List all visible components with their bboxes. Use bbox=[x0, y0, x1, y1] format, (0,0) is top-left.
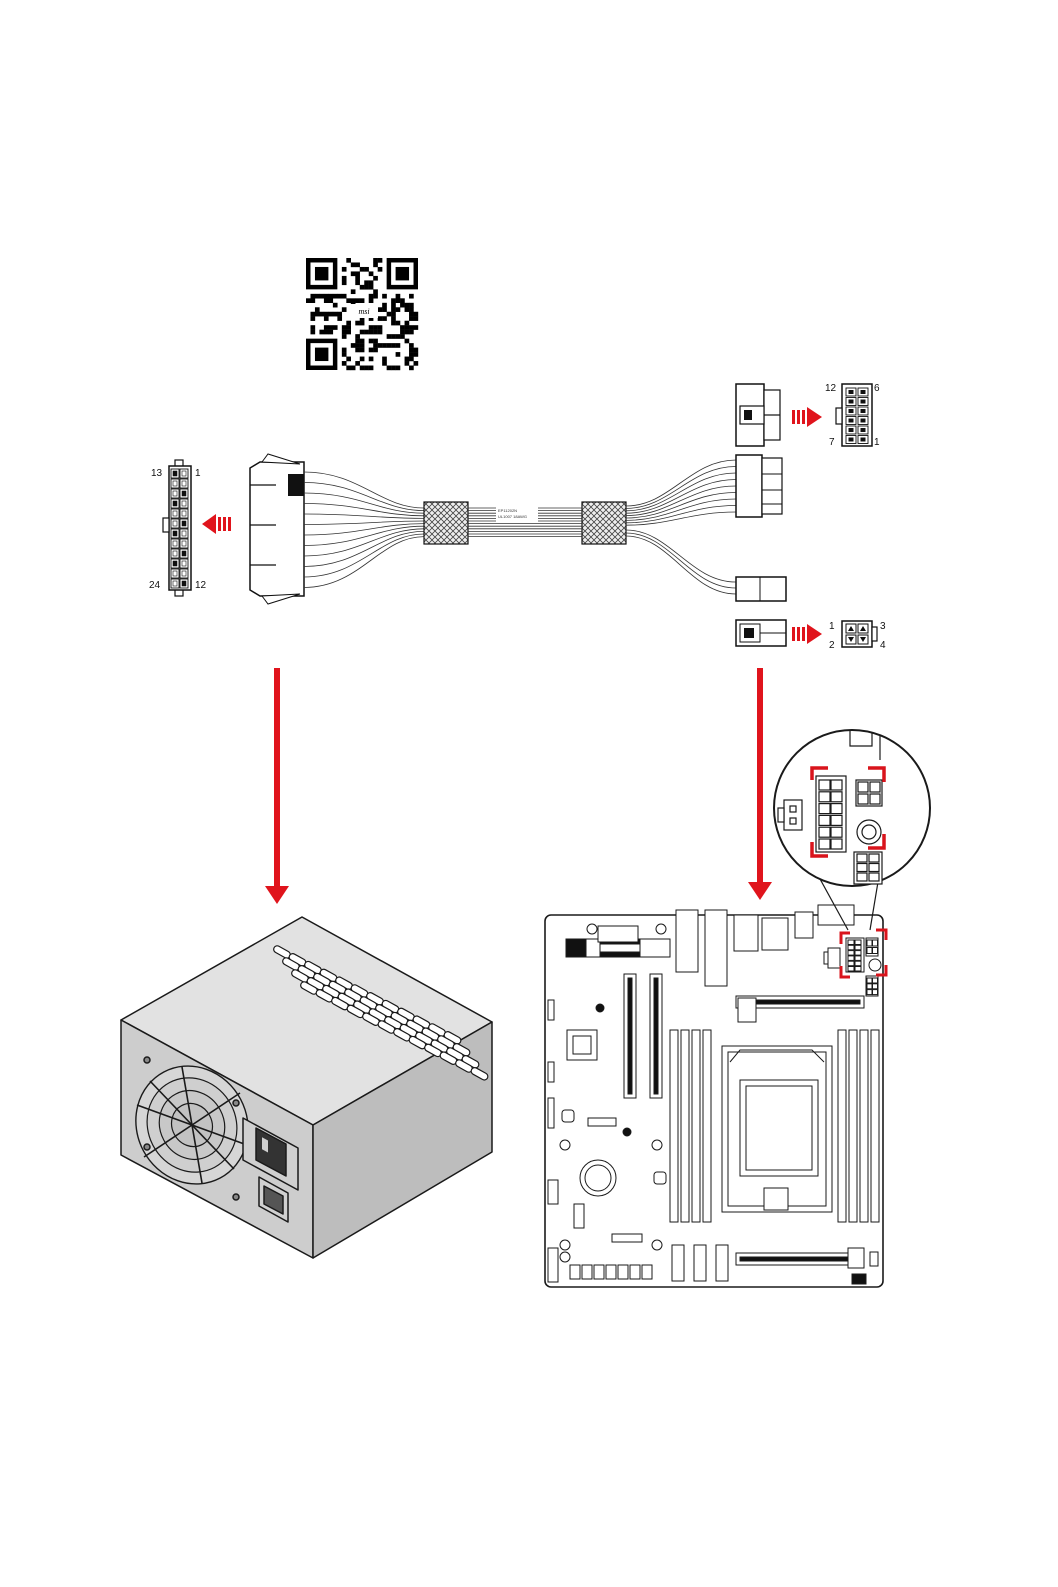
eps-12-pin-plug-front bbox=[736, 384, 780, 446]
atx24-label-1: 1 bbox=[195, 468, 201, 479]
qr-logo-text: msi bbox=[358, 307, 369, 316]
svg-text:EP11202N: EP11202N bbox=[498, 508, 517, 513]
zoom-callout-icon bbox=[774, 730, 930, 930]
insert-arrow-left-icon bbox=[202, 514, 231, 534]
svg-text:UL1007 18AWG: UL1007 18AWG bbox=[498, 514, 527, 519]
eps-label-7: 7 bbox=[829, 437, 835, 448]
atx24-label-12: 12 bbox=[195, 580, 207, 591]
eps-label-12: 12 bbox=[825, 383, 837, 394]
atx24-label-24: 24 bbox=[149, 580, 161, 591]
atx4-label-4: 4 bbox=[880, 640, 886, 651]
qr-code-icon: msi bbox=[306, 258, 418, 370]
eps-label-1: 1 bbox=[874, 437, 880, 448]
insert-arrow-right-icon bbox=[792, 407, 822, 427]
atx4-label-2: 2 bbox=[829, 640, 835, 651]
atx-4-pin-plug-front bbox=[736, 620, 786, 646]
eps-label-6: 6 bbox=[874, 383, 880, 394]
insert-arrow-right-icon bbox=[792, 624, 822, 644]
power-supply-icon bbox=[115, 917, 492, 1258]
arrow-down-to-board-icon bbox=[748, 668, 772, 900]
motherboard-icon bbox=[545, 905, 886, 1287]
atx4-label-3: 3 bbox=[880, 621, 886, 632]
power-adapter-cable-icon: EP11202N UL1007 18AWG bbox=[250, 454, 786, 604]
atx4-label-1: 1 bbox=[829, 621, 835, 632]
atx-24-pin-connector: 13 1 24 12 bbox=[149, 460, 207, 596]
eps-12-pin-connector: 12 6 7 1 bbox=[825, 383, 880, 448]
atx24-label-13: 13 bbox=[151, 468, 163, 479]
arrow-down-to-psu-icon bbox=[265, 668, 289, 904]
atx-4-pin-connector: 1 3 2 4 bbox=[829, 621, 886, 651]
